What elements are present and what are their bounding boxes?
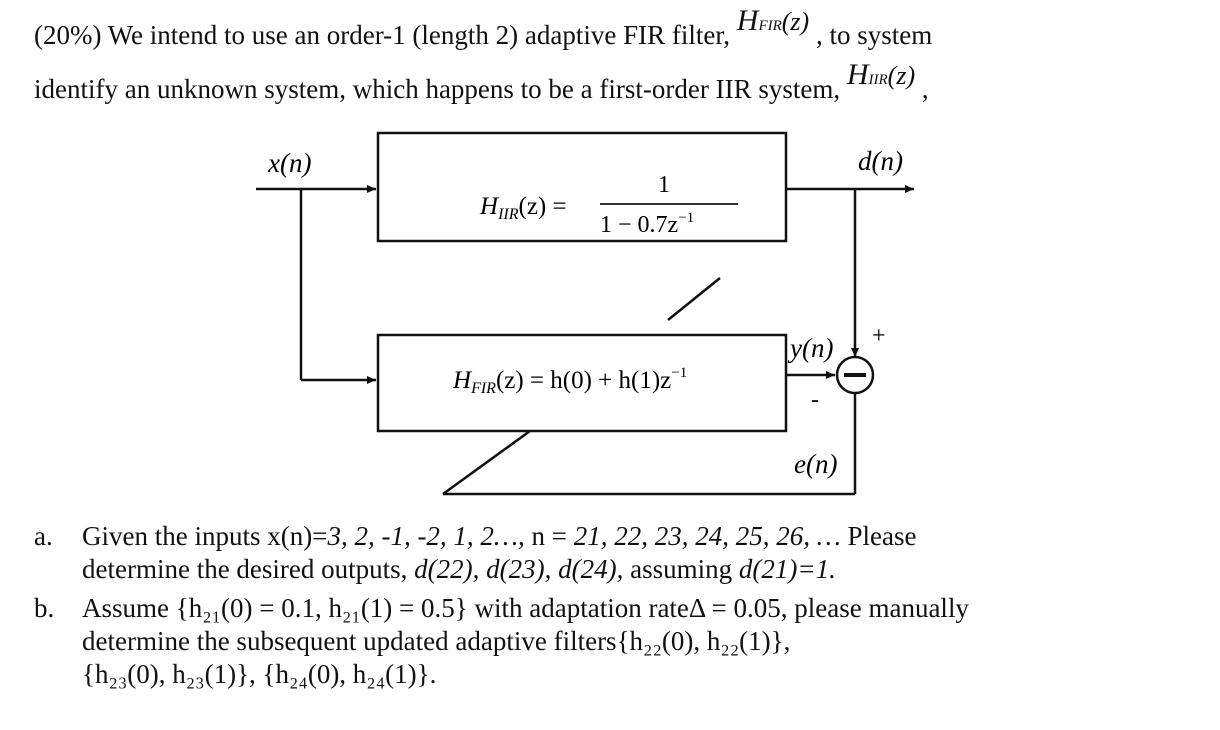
hiir-symbol: HIIR(z): [846, 58, 916, 91]
question-a-line-1: Given the inputs x(n)=3, 2, -1, -2, 1, 2…: [82, 521, 917, 551]
intro-line-2: identify an unknown system, which happen…: [34, 58, 929, 106]
intro-line-1-end: , to system: [815, 20, 933, 50]
question-b-line-2: determine the subsequent updated adaptiv…: [82, 626, 791, 656]
adaptation-arrow-lower: [442, 429, 531, 496]
iir-lhs: HIIR(z) =: [479, 193, 567, 223]
iir-block: [376, 131, 788, 243]
minus-sign: -: [811, 387, 819, 413]
question-b-line-3: {h₂₃(0), h₂₃(1)}, {h₂₄(0), h₂₄(1)}.: [82, 659, 437, 689]
adaptation-arrow-upper: [667, 277, 721, 321]
question-b: b. Assume {h₂₁(0) = 0.1, h₂₁(1) = 0.5} w…: [34, 593, 1214, 703]
x-label: x(n): [267, 148, 311, 178]
intro-line-2-text: identify an unknown system, which happen…: [34, 74, 841, 104]
hfir-symbol: HFIR(z): [736, 4, 810, 37]
intro-line-2-end: ,: [921, 74, 929, 104]
e-label: e(n): [794, 449, 837, 479]
question-a-label: a.: [34, 521, 53, 551]
iir-numerator: 1: [658, 172, 670, 198]
y-label: y(n): [787, 333, 833, 363]
question-b-label: b.: [34, 593, 55, 623]
fir-block: [376, 333, 788, 433]
question-a-body: Given the inputs x(n)=3, 2, -1, -2, 1, 2…: [82, 521, 916, 585]
d-label: d(n): [858, 146, 903, 176]
question-b-line-1: Assume {h₂₁(0) = 0.1, h₂₁(1) = 0.5} with…: [82, 593, 969, 623]
iir-denominator: 1 − 0.7z−1: [600, 210, 694, 238]
plus-sign: +: [872, 323, 886, 349]
intro-line-1-text: (20%) We intend to use an order-1 (lengt…: [34, 20, 731, 50]
question-a-line-2: determine the desired outputs, d(22), d(…: [82, 554, 836, 584]
question-a: a. Given the inputs x(n)=3, 2, -1, -2, 1…: [34, 521, 1214, 591]
intro-line-1: (20%) We intend to use an order-1 (lengt…: [34, 4, 933, 52]
question-b-body: Assume {h₂₁(0) = 0.1, h₂₁(1) = 0.5} with…: [82, 593, 969, 690]
fir-equation: HFIR(z) = h(0) + h(1)z−1: [452, 365, 687, 397]
